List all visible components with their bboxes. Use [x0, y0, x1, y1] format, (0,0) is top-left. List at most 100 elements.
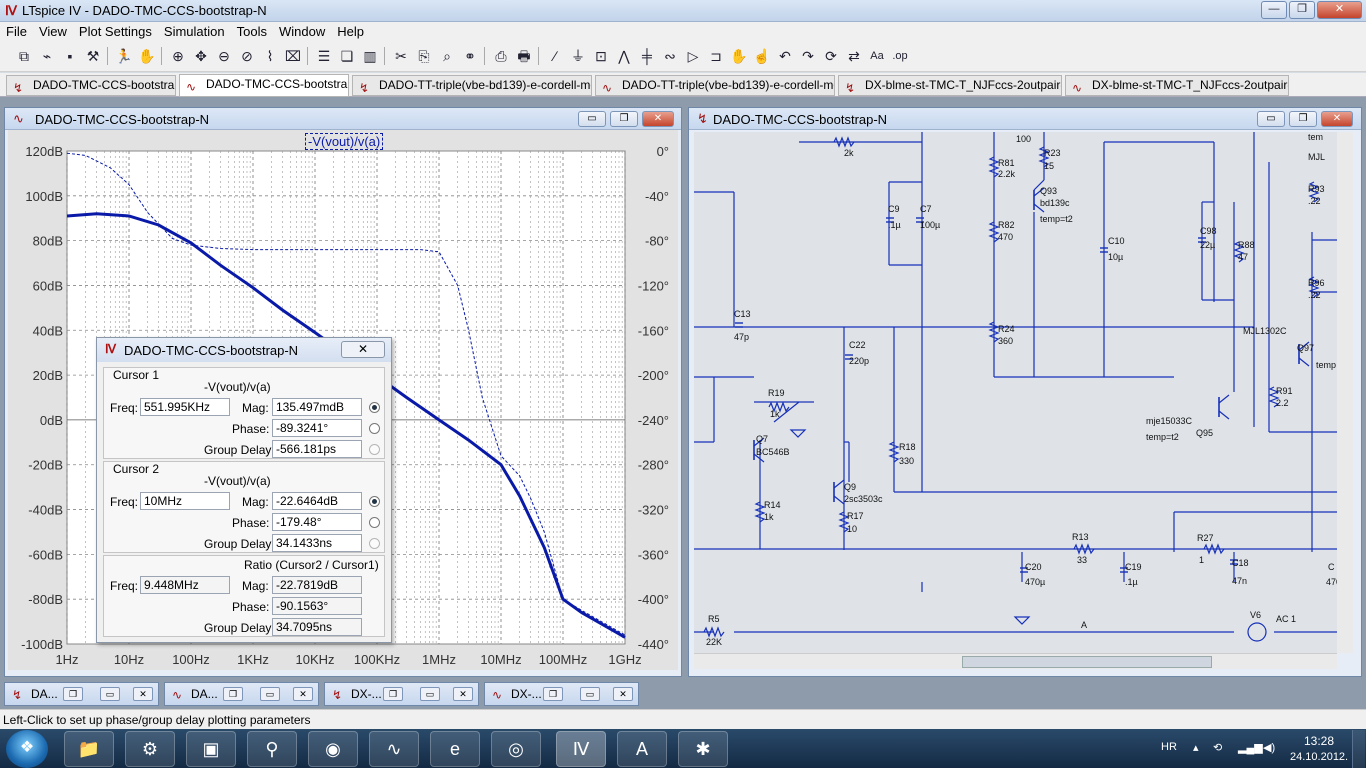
menu-plot-settings[interactable]: Plot Settings	[78, 24, 152, 39]
input-language[interactable]: HR	[1161, 741, 1177, 753]
clock-time[interactable]: 13:28	[1304, 734, 1335, 748]
maximize-icon[interactable]: ▭	[100, 687, 120, 701]
tab-waveform-3[interactable]: ∿DX-blme-st-TMC-T_NJFccs-2outpair-mk2	[1065, 75, 1289, 96]
maximize-icon[interactable]: ▭	[580, 687, 600, 701]
resistor-icon[interactable]: ⋀	[618, 48, 630, 64]
schematic-horizontal-scrollbar[interactable]	[694, 653, 1337, 669]
maximize-icon[interactable]: ▭	[260, 687, 280, 701]
close-icon[interactable]: ✕	[453, 687, 473, 701]
show-desktop-button[interactable]	[1352, 730, 1365, 768]
binoculars-icon[interactable]: ⚭	[464, 48, 476, 64]
cursor2-mag-radio[interactable]	[369, 496, 380, 507]
close-icon[interactable]: ✕	[133, 687, 153, 701]
diode-icon[interactable]: ▷	[687, 48, 699, 64]
zoom-in-icon[interactable]: ⊕	[172, 48, 184, 64]
clock-date[interactable]: 24.10.2012.	[1290, 751, 1349, 763]
tile-horizontal-icon[interactable]: ☰	[317, 48, 331, 64]
maximize-icon[interactable]: ▭	[420, 687, 440, 701]
waveform-close-button[interactable]: ✕	[642, 111, 674, 127]
cursor2-group-delay-field[interactable]: 34.1433ns	[272, 534, 362, 552]
schematic-vertical-scrollbar[interactable]	[1337, 132, 1353, 653]
cut-icon[interactable]: ✂	[395, 48, 407, 64]
menu-simulation[interactable]: Simulation	[163, 24, 225, 39]
cursor1-mag-radio[interactable]	[369, 402, 380, 413]
autorange-icon[interactable]: ⌇	[266, 48, 274, 64]
new-schematic-icon[interactable]: ⌁	[42, 48, 52, 64]
waveform-minimize-button[interactable]: ▭	[578, 111, 606, 127]
tile-vertical-icon[interactable]: ▥	[363, 48, 377, 64]
photo-viewer-icon[interactable]: ▣	[186, 731, 236, 767]
cascade-icon[interactable]: ❏	[340, 48, 354, 64]
find-icon[interactable]: ⌕	[443, 48, 451, 64]
minimized-window-3[interactable]: ↯DX-...❐▭✕	[324, 682, 479, 706]
cursor2-freq-field[interactable]: 10MHz	[140, 492, 230, 510]
control-panel-icon[interactable]: ⚒	[86, 48, 100, 64]
zoom-out-icon[interactable]: ⊖	[218, 48, 230, 64]
zoom-fit-icon[interactable]: ⊘	[241, 48, 253, 64]
close-icon[interactable]: ✕	[293, 687, 313, 701]
restore-icon[interactable]: ❐	[543, 687, 563, 701]
copy-icon[interactable]: ⎘	[418, 48, 430, 64]
restore-icon[interactable]: ❐	[223, 687, 243, 701]
scrollbar-thumb[interactable]	[962, 656, 1212, 668]
tab-waveform-2[interactable]: ∿DADO-TT-triple(vbe-bd139)-e-cordell-mod…	[595, 75, 835, 96]
print-icon[interactable]: 🖶	[517, 48, 531, 64]
oscilloscope-app-icon[interactable]: ∿	[369, 731, 419, 767]
text-icon[interactable]: Aa	[870, 50, 884, 62]
mirror-icon[interactable]: ⇄	[848, 48, 860, 64]
restore-icon[interactable]: ❐	[383, 687, 403, 701]
pan-icon[interactable]: ✥	[195, 48, 207, 64]
cursor1-group-delay-field[interactable]: -566.181ps	[272, 440, 362, 458]
cursor1-freq-field[interactable]: 551.995KHz	[140, 398, 230, 416]
cursor1-phase-radio[interactable]	[369, 423, 380, 434]
network-tray-icon[interactable]: ⟲	[1213, 742, 1223, 754]
menu-window[interactable]: Window	[278, 24, 326, 39]
schematic-drawing[interactable]: 2k100R2315R812.2kQ93bd139ctemp=t2C9.1µC7…	[694, 132, 1337, 653]
capacitor-icon[interactable]: ╪	[642, 48, 652, 64]
cursor2-group-delay-radio[interactable]	[369, 538, 380, 549]
redo-icon[interactable]: ↷	[802, 48, 814, 64]
label-icon[interactable]: ⊡	[595, 48, 607, 64]
schematic-restore-button[interactable]: ❐	[1289, 111, 1317, 127]
undo-icon[interactable]: ↶	[779, 48, 791, 64]
start-button[interactable]: ❖	[6, 730, 48, 768]
menu-help[interactable]: Help	[337, 24, 364, 39]
explorer-icon[interactable]: 📁	[64, 731, 114, 767]
tab-schematic-1[interactable]: ↯DADO-TMC-CCS-bootstrap-N	[6, 75, 176, 96]
tab-schematic-3[interactable]: ↯DX-blme-st-TMC-T_NJFccs-2outpair-mk2	[838, 75, 1062, 96]
halt-icon[interactable]: ✋	[138, 48, 156, 64]
waveform-restore-button[interactable]: ❐	[610, 111, 638, 127]
drag-icon[interactable]: ☝	[753, 48, 771, 64]
ltspice-taskbar-icon[interactable]: Ⅳ	[556, 731, 606, 767]
trace-label[interactable]: -V(vout)/v(a)	[305, 133, 384, 150]
run-icon[interactable]: 🏃	[115, 48, 133, 64]
show-hidden-icons[interactable]: ▴	[1193, 742, 1199, 754]
move-icon[interactable]: ✋	[730, 48, 748, 64]
spice-directive-icon[interactable]: .op	[892, 50, 908, 62]
mechanical-app-icon[interactable]: ⚲	[247, 731, 297, 767]
wire-icon[interactable]: ∕	[553, 48, 557, 64]
cursor1-group-delay-radio[interactable]	[369, 444, 380, 455]
inductor-icon[interactable]: ∾	[664, 48, 676, 64]
menu-tools[interactable]: Tools	[236, 24, 267, 39]
print-setup-icon[interactable]: ⎙	[495, 48, 507, 64]
minimized-window-2[interactable]: ∿DA...❐▭✕	[164, 682, 319, 706]
close-button[interactable]: ✕	[1317, 1, 1362, 19]
media-player-icon[interactable]: ◎	[491, 731, 541, 767]
cursor1-phase-field[interactable]: -89.3241°	[272, 419, 362, 437]
tab-waveform-1[interactable]: ∿DADO-TMC-CCS-bootstrap-N	[179, 74, 349, 97]
cursor2-phase-radio[interactable]	[369, 517, 380, 528]
cursor2-phase-field[interactable]: -179.48°	[272, 513, 362, 531]
minimized-window-4[interactable]: ∿DX-...❐▭✕	[484, 682, 639, 706]
cancel-zoom-icon[interactable]: ⌧	[284, 48, 302, 64]
volume-tray-icon[interactable]: ◀)	[1263, 742, 1276, 754]
pdf-reader-icon[interactable]: A	[617, 731, 667, 767]
burner-app-icon[interactable]: ◉	[308, 731, 358, 767]
close-icon[interactable]: ✕	[613, 687, 633, 701]
internet-explorer-icon[interactable]: e	[430, 731, 480, 767]
red-app-icon[interactable]: ✱	[678, 731, 728, 767]
ground-icon[interactable]: ⏚	[571, 48, 585, 64]
menu-view[interactable]: View	[38, 24, 67, 39]
component-icon[interactable]: ⊐	[710, 48, 722, 64]
